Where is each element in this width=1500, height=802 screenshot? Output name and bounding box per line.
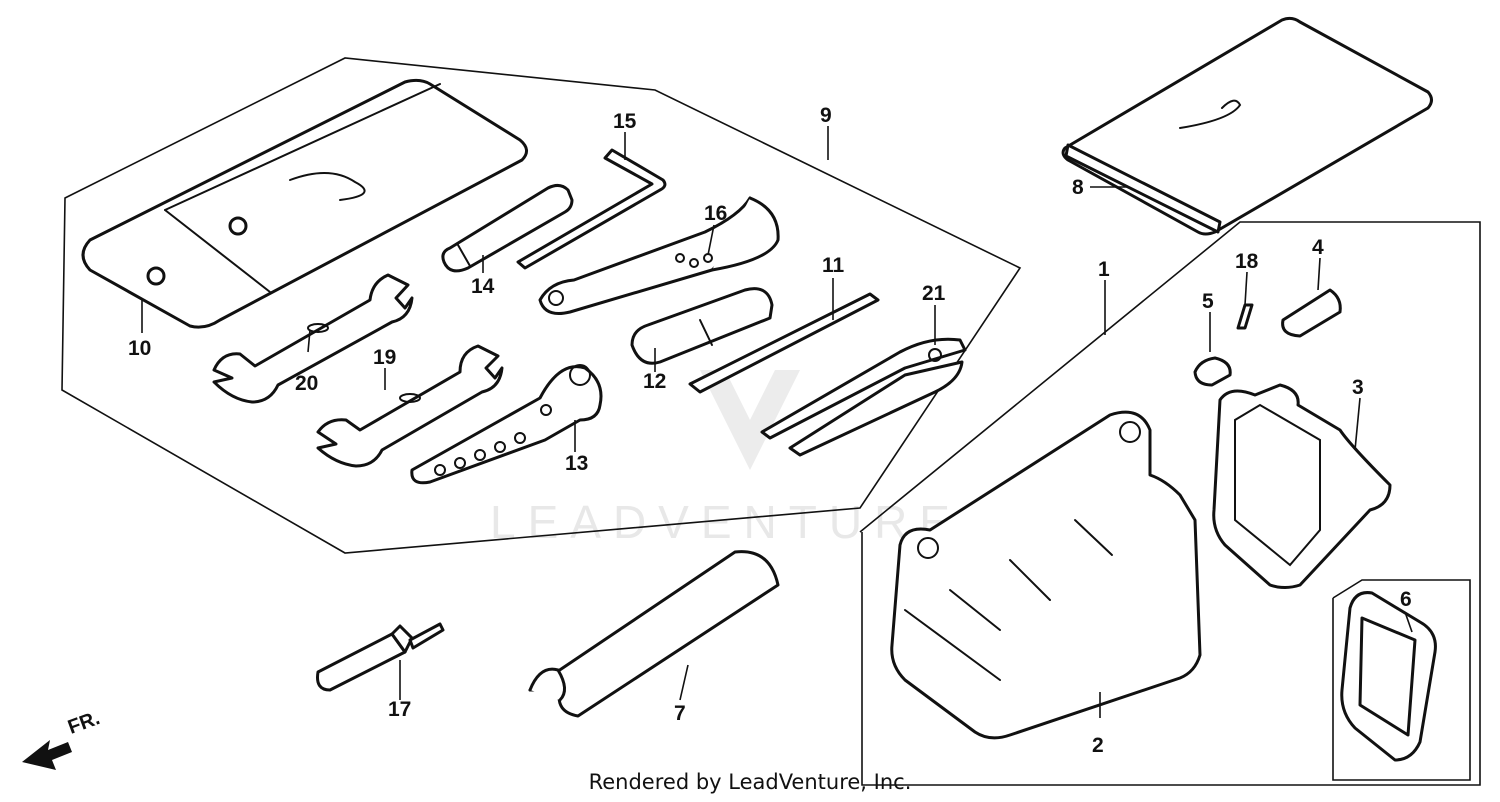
- callout-19: 19: [373, 346, 396, 369]
- callout-21: 21: [922, 282, 946, 305]
- callout-18: 18: [1235, 250, 1259, 273]
- callout-8: 8: [1072, 176, 1084, 199]
- tool-bag: [81, 78, 528, 329]
- front-direction-arrow: [22, 740, 72, 770]
- hex-key: [516, 148, 667, 270]
- callout-2: 2: [1092, 734, 1104, 757]
- callout-11: 11: [822, 254, 845, 277]
- callout-3: 3: [1352, 376, 1364, 399]
- tool-roll-cover: [528, 550, 780, 718]
- watermark-text: LEADVENTURE: [490, 496, 962, 548]
- pin-spanner: [410, 364, 603, 485]
- callout-16: 16: [704, 202, 727, 225]
- pliers: [760, 337, 967, 457]
- tool-box-lid: [1212, 383, 1392, 589]
- wrench-19: [316, 344, 504, 468]
- gasket: [1340, 591, 1437, 762]
- callout-9: 9: [820, 104, 832, 127]
- leader-lines: [141, 126, 1413, 718]
- small-parts: [1193, 288, 1342, 387]
- tool-box-boundary: [859, 221, 1481, 786]
- tool-17: [316, 622, 445, 692]
- callout-7: 7: [674, 702, 686, 725]
- gasket-boundary: [1332, 579, 1471, 781]
- wrench-20: [212, 273, 414, 404]
- callout-12: 12: [643, 370, 666, 393]
- callout-numbers: 1 2 3 4 5 6 7 8 9 10 11 12 13 14 15 16 1…: [128, 104, 1412, 757]
- callout-5: 5: [1202, 290, 1214, 313]
- hook-spanner: [538, 196, 780, 315]
- callout-17: 17: [388, 698, 411, 721]
- callout-14: 14: [471, 275, 495, 298]
- callout-15: 15: [613, 110, 637, 133]
- callout-10: 10: [128, 337, 151, 360]
- callout-1: 1: [1098, 258, 1110, 281]
- callout-6: 6: [1400, 588, 1412, 611]
- callout-20: 20: [295, 372, 318, 395]
- screwdriver-blade: [688, 292, 880, 394]
- socket-wrench: [441, 183, 574, 273]
- footer-credit: Rendered by LeadVenture, Inc.: [588, 770, 912, 794]
- callout-4: 4: [1312, 236, 1324, 259]
- callout-13: 13: [565, 452, 588, 475]
- owners-manual: [1061, 16, 1433, 236]
- tool-box: [890, 410, 1202, 740]
- screwdriver-handle: [630, 287, 774, 365]
